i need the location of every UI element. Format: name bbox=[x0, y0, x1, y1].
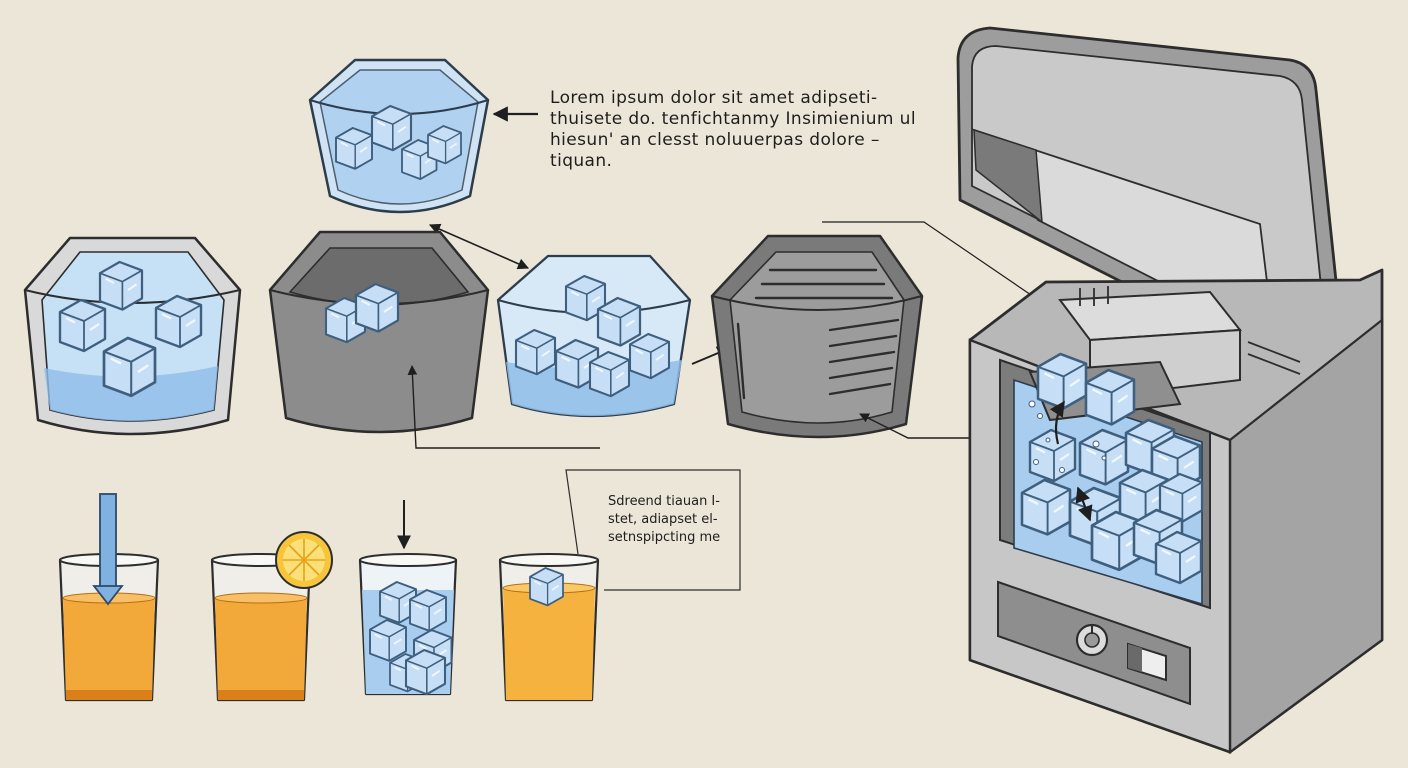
glass-with-juice-and-ice bbox=[498, 553, 600, 702]
ice-cube-icon bbox=[1084, 368, 1136, 426]
dial-icon bbox=[1075, 623, 1109, 657]
ice-cube-icon bbox=[514, 328, 557, 376]
glass-with-lemon bbox=[210, 531, 333, 702]
ice-cube-icon bbox=[1154, 530, 1203, 585]
lemon-slice-icon bbox=[275, 531, 333, 589]
ice-cube-icon bbox=[529, 567, 564, 607]
left-ice-tray bbox=[23, 236, 242, 436]
ice-cube-icon bbox=[354, 282, 400, 333]
ice-cube-icon bbox=[588, 350, 631, 398]
switch-icon bbox=[1127, 642, 1167, 682]
callout-top-line-4: tiquan. bbox=[550, 151, 613, 171]
ice-cube-icon bbox=[370, 104, 413, 152]
callout-mid-text: Sdreend tiauan I- stet, adiapset el- set… bbox=[608, 493, 720, 547]
callout-box bbox=[565, 469, 741, 591]
ice-machine bbox=[956, 26, 1384, 755]
callout-top-text: Lorem ipsum dolor sit amet adipseti- thu… bbox=[550, 88, 916, 172]
ice-cube-icon bbox=[154, 294, 203, 349]
callout-top-line-1: Lorem ipsum dolor sit amet adipseti- bbox=[550, 88, 878, 108]
ice-cube-icon bbox=[409, 589, 447, 632]
ice-cube-icon bbox=[98, 260, 144, 311]
ice-cube-icon bbox=[335, 127, 373, 170]
ice-cube-icon bbox=[628, 332, 671, 380]
ice-cube-icon bbox=[427, 125, 462, 165]
arrow-icon bbox=[407, 365, 600, 449]
slatted-basket bbox=[710, 234, 924, 439]
straw-icon bbox=[92, 493, 124, 606]
leader-line bbox=[822, 221, 1057, 313]
glass-with-ice bbox=[358, 500, 458, 696]
ice-cube-icon bbox=[369, 619, 407, 662]
ice-cube-icon bbox=[596, 296, 642, 347]
callout-top-line-3: hiesun' an clesst noluuerpas dolore – bbox=[550, 130, 880, 150]
arrow-icon bbox=[1049, 400, 1065, 445]
arrow-icon bbox=[428, 223, 530, 270]
ice-cube-icon bbox=[404, 648, 447, 696]
ice-cube-icon bbox=[58, 298, 107, 353]
callout-mid-line-3: setnspipcting me bbox=[608, 530, 721, 545]
callout-mid-line-1: Sdreend tiauan I- bbox=[608, 494, 720, 509]
grey-tray bbox=[268, 230, 490, 434]
top-ice-tray bbox=[308, 58, 490, 214]
glass-with-straw bbox=[58, 493, 160, 702]
arrow-icon bbox=[1075, 486, 1093, 522]
callout-top-line-2: thuisete do. tenfichtanmy Insimienium ul bbox=[550, 109, 916, 129]
transparent-tray bbox=[496, 254, 692, 418]
ice-cube-icon bbox=[1036, 352, 1088, 410]
ice-cube-icon bbox=[1020, 478, 1072, 536]
callout-mid-line-2: stet, adiapset el- bbox=[608, 512, 718, 527]
ice-cube-icon bbox=[102, 336, 157, 398]
ice-cube-icon bbox=[1028, 428, 1077, 483]
